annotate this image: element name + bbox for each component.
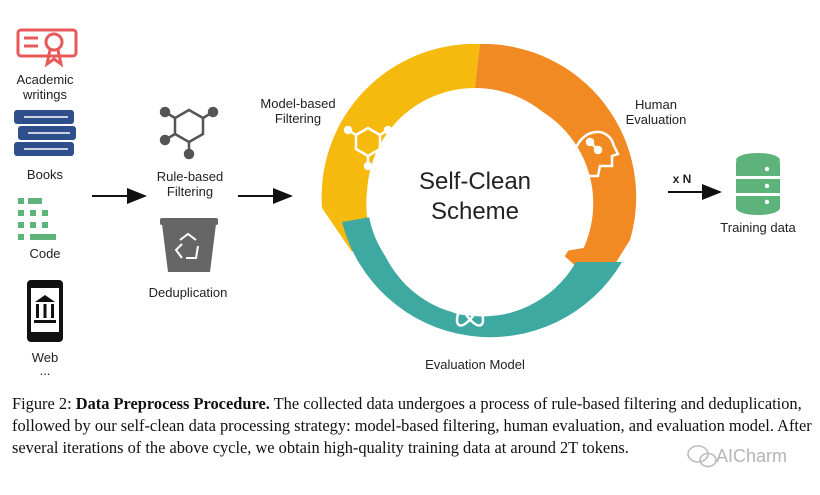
watermark-text: AICharm <box>716 446 788 466</box>
label-code: Code <box>29 246 61 261</box>
label-eval-model: Evaluation Model <box>425 357 525 372</box>
self-clean-cycle <box>321 43 637 338</box>
certificate-icon <box>16 28 78 68</box>
code-icon <box>18 198 56 240</box>
label-human-eval: Human Evaluation <box>625 97 687 127</box>
wechat-watermark-icon <box>687 445 717 468</box>
label-more: ... <box>39 363 51 378</box>
figure-caption: Figure 2: Data Preprocess Procedure. The… <box>12 393 812 459</box>
web-phone-icon <box>27 280 63 342</box>
books-icon <box>14 110 76 156</box>
database-icon <box>736 153 780 215</box>
caption-figure-number: Figure 2: <box>12 394 76 413</box>
label-dedup: Deduplication <box>148 285 228 300</box>
caption-body: The collected data undergoes a process o… <box>12 394 812 457</box>
molecule-white-icon <box>343 125 393 171</box>
label-web: Web <box>31 350 59 365</box>
atom-icon <box>446 285 494 327</box>
human-head-icon <box>572 130 620 178</box>
caption-title: Data Preprocess Procedure. <box>75 394 270 413</box>
cycle-center-subtitle: Scheme <box>430 198 520 225</box>
recycle-bin-icon <box>160 218 218 272</box>
label-books: Books <box>26 167 64 182</box>
label-training-data: Training data <box>720 220 796 235</box>
molecule-icon <box>159 106 219 160</box>
label-model-based: Model-based Filtering <box>260 96 336 126</box>
label-multiplier: x N <box>672 172 692 186</box>
label-rule-based: Rule-based Filtering <box>156 169 224 199</box>
label-academic: Academic writings <box>16 72 74 102</box>
cycle-center-title: Self-Clean <box>418 168 532 195</box>
